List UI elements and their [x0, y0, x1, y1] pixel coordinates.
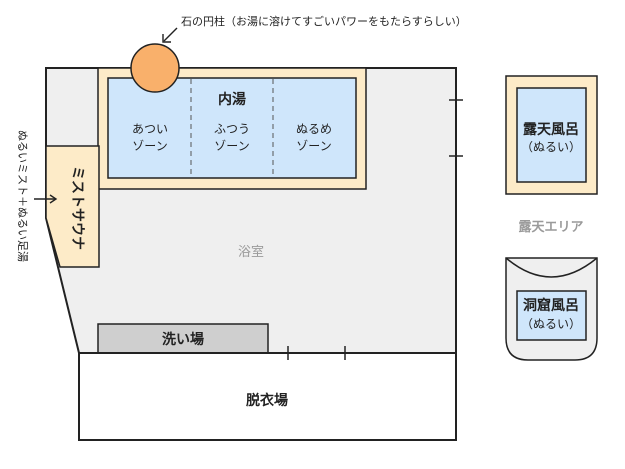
stone-pillar — [130, 43, 180, 93]
pillar-arrow-shaft — [163, 27, 178, 42]
indoor-bath-title: 内湯 — [218, 91, 246, 108]
zone-normal-line2: ゾーン — [214, 139, 249, 153]
zone-hot-line1: あつい — [132, 122, 168, 136]
pillar-arrow-head — [162, 34, 171, 43]
washing-area-label: 洗い場 — [162, 331, 204, 348]
mist-sauna-label: ミストサウナ — [69, 166, 85, 250]
zone-hot-line2: ゾーン — [132, 139, 167, 153]
zone-lukewarm-line2: ゾーン — [296, 139, 331, 153]
outdoor-area-label: 露天エリア — [518, 220, 583, 235]
outdoor-bath-note: （ぬるい） — [521, 140, 581, 154]
cave-bath-name: 洞窟風呂 — [523, 297, 579, 314]
stone-pillar-note: 石の円柱（お湯に溶けてすごいパワーをもたらすらしい） — [181, 14, 467, 28]
cave-bath-note: （ぬるい） — [521, 317, 581, 331]
zone-lukewarm-line1: ぬるめ — [296, 122, 332, 136]
mist-note: ぬるいミスト＋ぬるい足湯 — [16, 130, 29, 262]
cave-bath-water — [516, 290, 587, 341]
mist-sauna-room — [45, 145, 100, 268]
zone-normal-line1: ふつう — [214, 122, 250, 136]
outdoor-bath-name: 露天風呂 — [523, 121, 579, 138]
changing-room-label: 脱衣場 — [246, 392, 288, 409]
bathroom-label: 浴室 — [238, 244, 264, 260]
changing-room — [78, 352, 457, 441]
indoor-bath-water — [107, 77, 357, 179]
outdoor-bath-water — [516, 87, 587, 183]
cave-bath-arch — [505, 257, 598, 278]
mist-arrow-head — [49, 194, 58, 204]
